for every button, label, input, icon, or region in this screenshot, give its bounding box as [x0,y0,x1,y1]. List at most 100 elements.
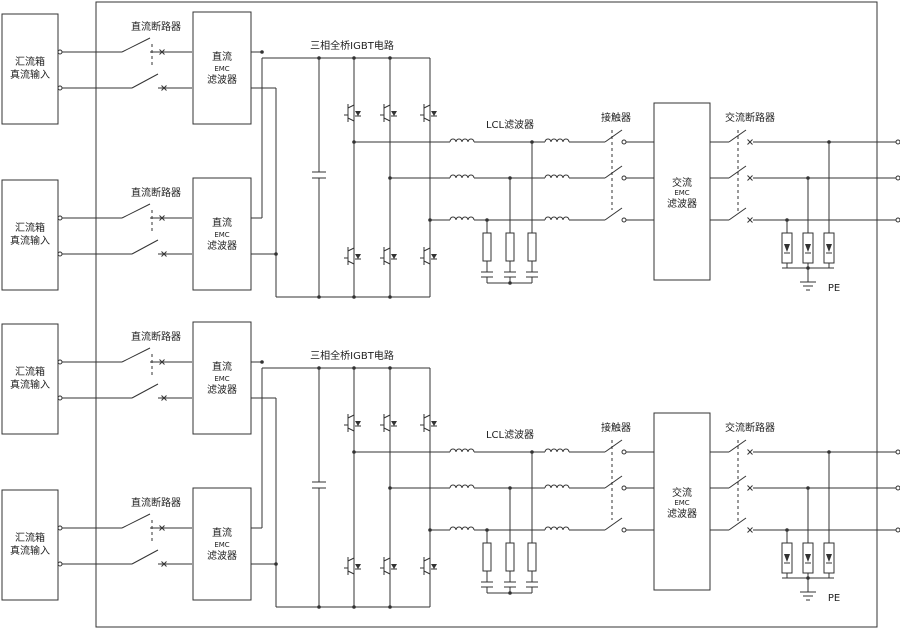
igbt-collector [347,557,355,562]
inductor [449,216,475,221]
contactor-blade [604,165,623,179]
terminal [621,485,627,491]
inductor [449,138,475,143]
pe-label: PE [828,283,840,294]
dc-breaker-blade [121,513,151,529]
dc-input-label: 汇流箱 [15,531,45,544]
igbt-switch [420,247,437,265]
igbt-emitter [347,427,355,432]
dc-emc-label: EMC [214,375,229,383]
dc-input-label: 汇流箱 [15,365,45,378]
block-box [1,323,59,435]
dc-breaker-label: 直流断路器 [131,496,181,509]
damping-resistor [505,542,515,572]
igbt-switch [344,557,361,575]
igbt-switch [380,557,397,575]
arrester-arrow [826,244,832,252]
contactor-blade [604,207,623,221]
igbt-collector [347,104,355,109]
igbt-collector [383,557,391,562]
diode-symbol [355,421,361,426]
diode-symbol [391,254,397,259]
dc-breaker-blade [121,347,151,363]
inductor [544,216,570,221]
igbt-collector [347,247,355,252]
diode-symbol [431,564,437,569]
junction-dot [508,281,512,285]
ac-emc-label: 滤波器 [667,507,697,520]
igbt-switch [420,414,437,432]
terminal [895,217,900,223]
contact-mark [161,85,167,91]
diode-symbol [431,421,437,426]
damping-resistor [505,232,515,262]
igbt-emitter [383,260,391,265]
diode-symbol [431,254,437,259]
terminal [621,217,627,223]
dc-input-label: 真流输入 [10,378,50,391]
block-box [1,13,59,125]
junction-dot [274,562,278,566]
inverter-unit: 汇流箱真流输入直流断路器直流EMC滤波器汇流箱真流输入直流断路器直流EMC滤波器… [1,321,900,609]
contact-mark [747,217,753,223]
junction-dot [274,252,278,256]
dc-breaker-blade [131,73,159,89]
contactor-blade [604,517,623,531]
igbt-emitter [383,570,391,575]
inductor [544,526,570,531]
damping-resistor [527,542,537,572]
arrester-arrow [826,554,832,562]
pe-label: PE [828,593,840,604]
dc-emc-label: 直流 [212,526,232,539]
terminal [57,49,63,55]
ac-emc-label: 滤波器 [667,197,697,210]
igbt-emitter [383,427,391,432]
dc-emc-label: EMC [214,65,229,73]
inductor [449,484,475,489]
contact-mark [747,139,753,145]
igbt-collector [347,414,355,419]
igbt-switch [380,414,397,432]
terminal [621,527,627,533]
dc-emc-label: 直流 [212,50,232,63]
ac-breaker-blade [728,517,747,531]
damping-resistor [527,232,537,262]
contactor-label: 接触器 [601,421,631,434]
inverter-unit: 汇流箱真流输入直流断路器直流EMC滤波器汇流箱真流输入直流断路器直流EMC滤波器… [1,11,900,299]
igbt-switch [344,414,361,432]
dc-input-label: 真流输入 [10,234,50,247]
contact-mark [159,215,165,221]
terminal [621,449,627,455]
inductor [544,484,570,489]
diode-symbol [391,564,397,569]
inductor [449,526,475,531]
contact-mark [159,359,165,365]
igbt-collector [383,104,391,109]
igbt-emitter [383,117,391,122]
inductor [544,174,570,179]
dc-breaker-blade [121,203,151,219]
contact-mark [161,561,167,567]
contact-mark [161,251,167,257]
dc-emc-label: 直流 [212,216,232,229]
igbt-collector [383,414,391,419]
junction-dot [317,605,321,609]
terminal [57,525,63,531]
igbt-switch [380,247,397,265]
igbt-switch [380,104,397,122]
inductor [449,174,475,179]
terminal [57,251,63,257]
dc-breaker-label: 直流断路器 [131,330,181,343]
inductor [544,448,570,453]
diode-symbol [391,111,397,116]
damping-resistor [482,232,492,262]
dc-emc-label: 滤波器 [207,549,237,562]
block-box [192,11,252,125]
igbt-collector [423,557,431,562]
igbt-collector [423,104,431,109]
terminal [621,175,627,181]
block-box [192,321,252,435]
block-box [653,412,711,591]
